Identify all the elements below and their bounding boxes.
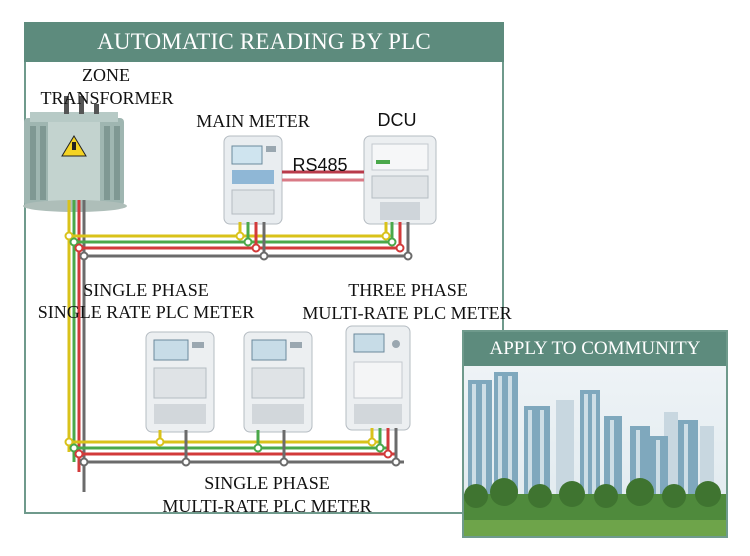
junction-dots xyxy=(64,231,413,467)
diagram-title: AUTOMATIC READING BY PLC xyxy=(24,22,504,62)
multi-rate-meter-label-line2: MULTI-RATE PLC METER xyxy=(162,496,372,516)
single-rate-meter-2-icon xyxy=(243,331,313,433)
main-meter-icon xyxy=(223,135,283,225)
zone-transformer-label-line2: TRANSFORMER xyxy=(40,88,174,108)
community-buildings-image xyxy=(464,366,726,536)
transformer-icon xyxy=(23,96,127,212)
community-title: APPLY TO COMMUNITY xyxy=(464,332,726,366)
main-meter-label: MAIN METER xyxy=(196,111,310,131)
dcu-label: DCU xyxy=(377,110,417,130)
community-panel: APPLY TO COMMUNITY xyxy=(462,330,728,538)
three-phase-meter-label-line1: THREE PHASE xyxy=(348,280,468,300)
upper-bus xyxy=(69,222,410,258)
zone-transformer-label-line1: ZONE xyxy=(82,65,130,85)
lower-bus xyxy=(69,428,404,464)
single-rate-meter-1-icon xyxy=(145,331,215,433)
rs485-label: RS485 xyxy=(292,155,348,175)
single-rate-meter-label-line1: SINGLE PHASE xyxy=(83,280,209,300)
dcu-icon xyxy=(363,135,437,225)
three-phase-meter-icon xyxy=(345,325,411,431)
three-phase-meter-label-line2: MULTI-RATE PLC METER xyxy=(302,303,512,323)
single-rate-meter-label-line2: SINGLE RATE PLC METER xyxy=(37,302,255,322)
rs485-link xyxy=(282,170,364,182)
multi-rate-meter-label-line1: SINGLE PHASE xyxy=(204,473,330,493)
